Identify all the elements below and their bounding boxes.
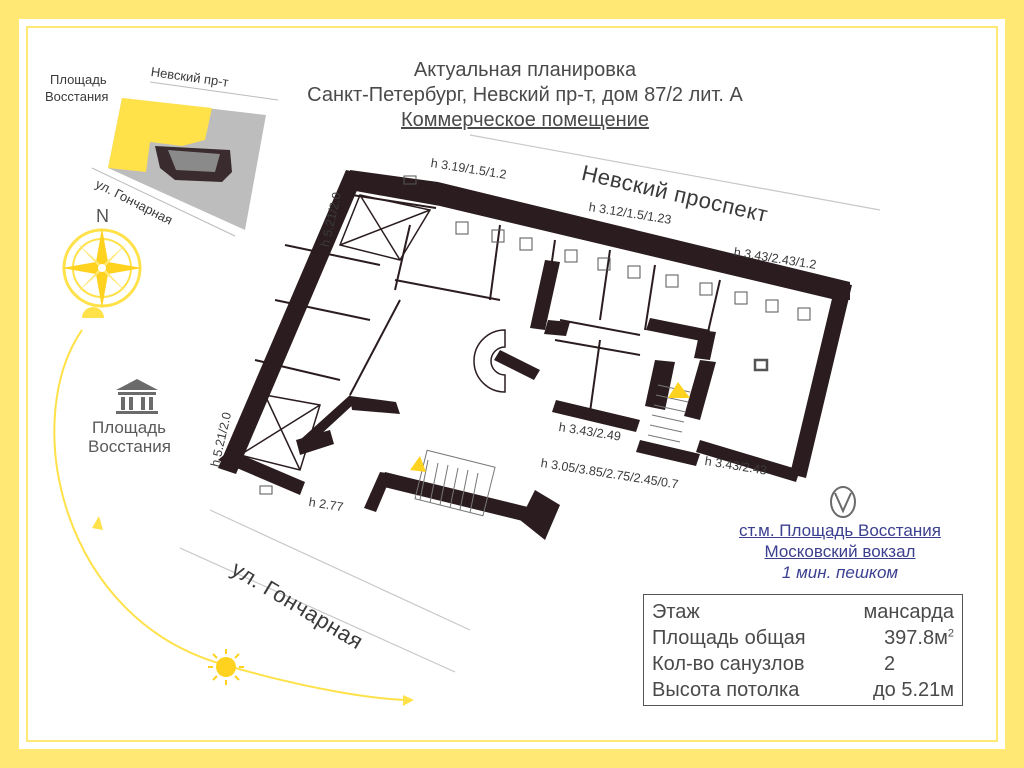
- floor-label: Этаж: [652, 601, 700, 623]
- inner-border-line: [26, 26, 998, 742]
- info-row-wc: Кол-во санузлов 2: [652, 653, 954, 677]
- sun-path-arrow-icon-2: [403, 695, 414, 706]
- stair-arrow-icon: [668, 382, 690, 398]
- metro-station: ст.м. Площадь Восстания: [739, 521, 941, 540]
- property-info-box: Этаж мансарда Площадь общая 397.8м2 Кол-…: [643, 594, 963, 706]
- sun-icon: [208, 649, 244, 685]
- minimap-graphic: [91, 81, 279, 237]
- sun-path-arc: [53, 307, 414, 706]
- highlighted-plot: [108, 98, 212, 172]
- floor-plan-partitions: [254, 194, 721, 413]
- area-unit-sup: 2: [947, 627, 954, 640]
- info-row-floor: Этаж мансарда: [652, 601, 954, 625]
- area-value-wrap: 397.8м2: [884, 627, 954, 650]
- plan-title: Актуальная планировка: [413, 59, 637, 81]
- metro-logo-icon: [830, 486, 856, 518]
- landmark-building-icon: [116, 379, 158, 414]
- area-label: Площадь общая: [652, 627, 806, 649]
- property-type-title: Коммерческое помещение: [401, 109, 649, 131]
- info-row-area: Площадь общая 397.8м2: [652, 627, 954, 651]
- address-title: Санкт-Петербург, Невский пр-т, дом 87/2 …: [307, 84, 743, 106]
- minimap-square-label-2: Восстания: [45, 89, 109, 104]
- wc-label: Кол-во санузлов: [652, 653, 805, 675]
- corner-rooms: [238, 194, 432, 471]
- metro-info: ст.м. Площадь Восстания Московский вокза…: [690, 520, 990, 583]
- floor-value: мансарда: [863, 601, 955, 623]
- height-value: до 5.21м: [872, 679, 954, 701]
- landmark-label-2: Восстания: [88, 437, 171, 456]
- compass-rose-icon: [62, 228, 142, 308]
- metro-walk-time: 1 мин. пешком: [781, 563, 899, 582]
- sunrise-icon: [82, 307, 104, 318]
- info-row-height: Высота потолка до 5.21м: [652, 679, 954, 703]
- spiral-stair: [473, 329, 506, 393]
- sun-path-arrow-icon: [92, 516, 103, 530]
- landmark-label-1: Площадь: [92, 418, 167, 437]
- minimap-square-label: Площадь: [50, 72, 107, 87]
- stair-left: [414, 449, 496, 517]
- entrance-arrow-icon: [410, 456, 426, 472]
- metro-station-2: Московский вокзал: [764, 542, 916, 561]
- area-value: 397.8м: [884, 627, 948, 649]
- wc-value: 2: [884, 653, 896, 675]
- north-label: N: [96, 206, 109, 226]
- street-lines: [179, 134, 881, 673]
- floor-plan-walls: [218, 170, 852, 540]
- skylights: [259, 175, 811, 495]
- height-label: Высота потолка: [652, 679, 800, 701]
